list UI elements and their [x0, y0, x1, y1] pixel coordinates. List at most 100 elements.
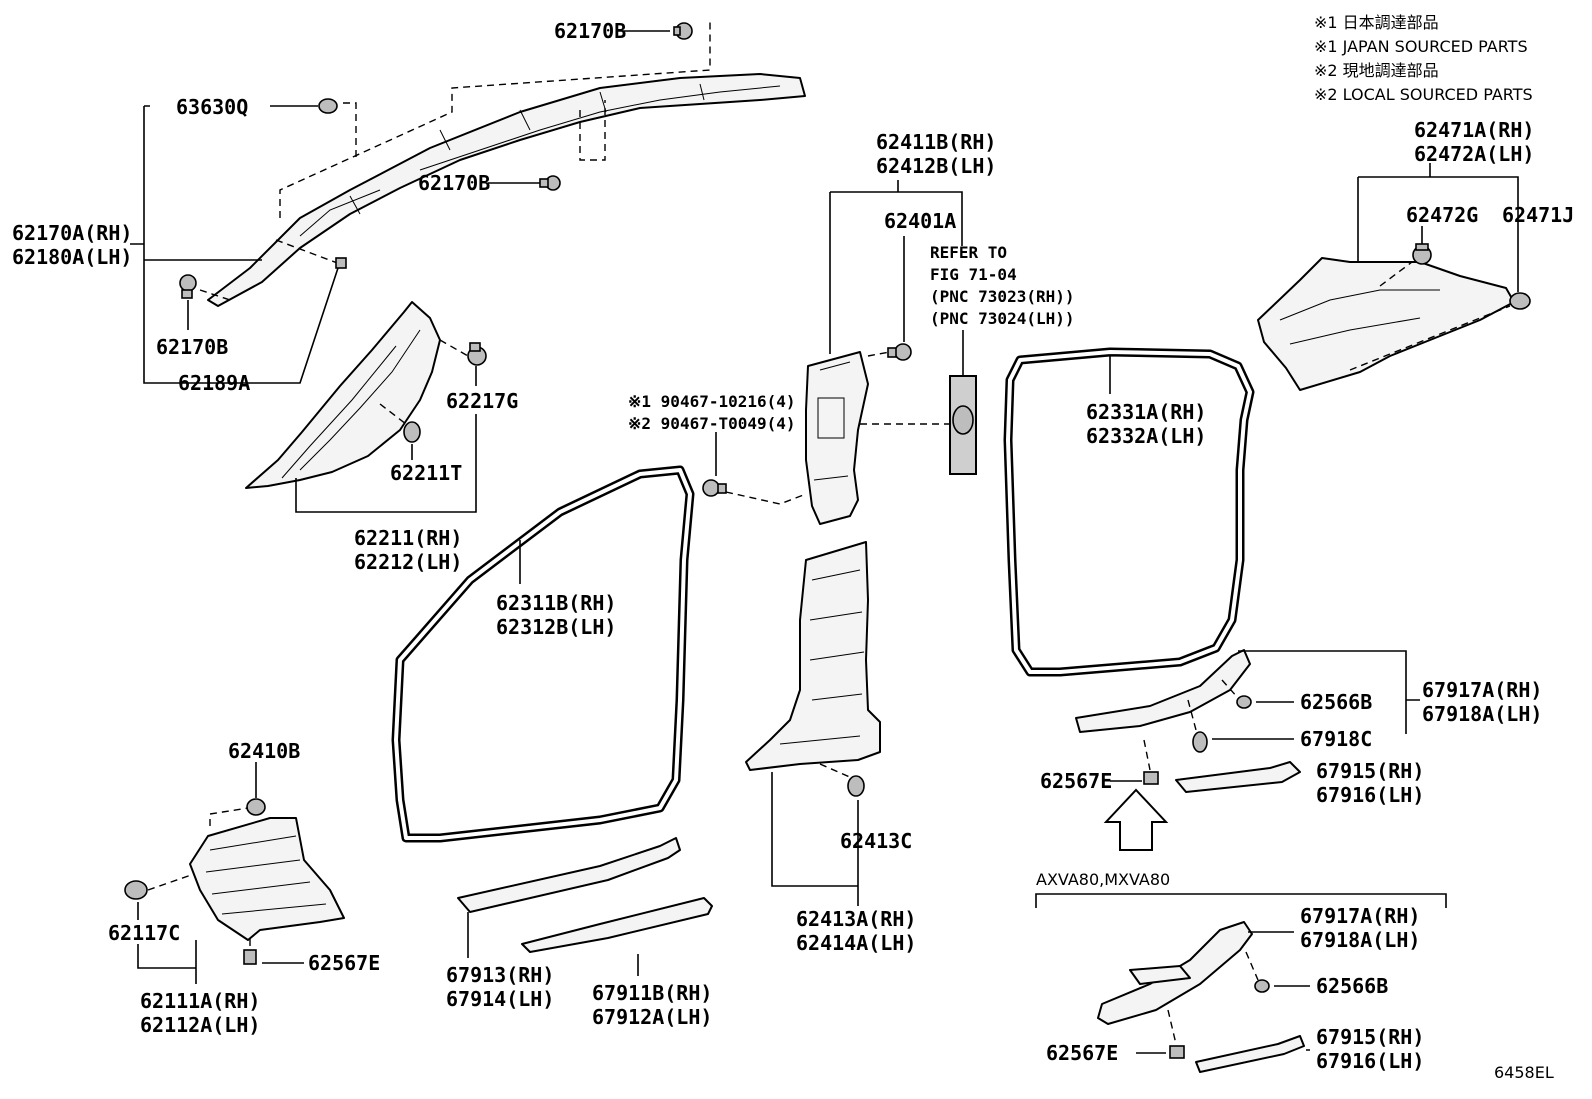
leader-cowl — [137, 762, 304, 984]
label-63630Q: 63630Q — [176, 95, 248, 119]
center-lower-dash — [819, 763, 853, 779]
label-62211: 62211(RH) — [354, 526, 462, 550]
label-62472A: 62472A(LH) — [1414, 142, 1534, 166]
cowl-side-part — [189, 817, 345, 941]
leader-62471A — [1357, 163, 1519, 292]
label-62567E-r2: 62567E — [1046, 1041, 1118, 1065]
label-62331A: 62331A(RH) — [1086, 400, 1206, 424]
clip-62189A — [335, 257, 347, 269]
rail-dash-2 — [343, 102, 357, 160]
cowl-detail — [205, 835, 327, 915]
label-model: AXVA80,MXVA80 — [1036, 870, 1170, 889]
center-pillar-upper — [702, 180, 977, 525]
model-variant-section — [1035, 893, 1447, 1073]
seatbelt-slot — [817, 397, 845, 439]
notes-block: ※1 日本調達部品 ※1 JAPAN SOURCED PARTS ※2 現地調達… — [1314, 13, 1533, 104]
clip-62567E-r1 — [1143, 771, 1159, 785]
clip-62471J — [1509, 292, 1531, 310]
clip-62566B-1 — [1236, 695, 1252, 709]
label-67911B: 67911B(RH) — [592, 981, 712, 1005]
clip-62117C — [124, 880, 148, 900]
rail-dash-3 — [579, 100, 606, 161]
label-screw-2: ※2 90467-T0049(4) — [628, 414, 796, 433]
center-pillar-lower-part — [745, 541, 881, 771]
rear-door-seal — [1003, 347, 1255, 677]
label-62413A: 62413A(RH) — [796, 907, 916, 931]
label-62414A: 62414A(LH) — [796, 931, 916, 955]
label-62170B-mid: 62170B — [418, 171, 490, 195]
center-lower-detail — [779, 569, 865, 745]
label-67918C: 67918C — [1300, 727, 1372, 751]
label-62312B: 62312B(LH) — [496, 615, 616, 639]
clip-62170B-low — [179, 274, 197, 299]
front-scuff-outer — [521, 897, 713, 953]
label-62412B: 62412B(LH) — [876, 154, 996, 178]
clip-62567E-r2 — [1169, 1045, 1185, 1059]
label-67917A-2: 67917A(RH) — [1300, 904, 1420, 928]
cowl-side-trim — [124, 762, 345, 984]
label-62111A: 62111A(RH) — [140, 989, 260, 1013]
note-line-3: ※2 現地調達部品 — [1314, 61, 1439, 80]
label-refer-4: (PNC 73024(LH)) — [930, 309, 1075, 328]
front-door-seal — [391, 465, 695, 843]
label-67918A-1: 67918A(LH) — [1422, 702, 1542, 726]
clip-62567E-left — [243, 949, 257, 965]
label-62566B-2: 62566B — [1316, 974, 1388, 998]
label-refer-3: (PNC 73023(RH)) — [930, 287, 1075, 306]
label-62217G: 62217G — [446, 389, 518, 413]
clip-67918C — [1192, 731, 1208, 753]
label-67913: 67913(RH) — [446, 963, 554, 987]
label-code: 6458EL — [1494, 1063, 1554, 1082]
screw-90467 — [702, 479, 727, 497]
clip-62472G — [1412, 243, 1432, 265]
clip-62170B-top — [673, 22, 693, 40]
label-62472G: 62472G — [1406, 203, 1478, 227]
label-67917A-1: 67917A(RH) — [1422, 678, 1542, 702]
label-62471J: 62471J — [1502, 203, 1574, 227]
label-62211T: 62211T — [390, 461, 462, 485]
leader-pillar — [295, 366, 477, 513]
center-pillar-lower — [745, 541, 881, 906]
label-62117C: 62117C — [108, 921, 180, 945]
label-62566B-1: 62566B — [1300, 690, 1372, 714]
label-62401A: 62401A — [884, 209, 956, 233]
clip-62217G — [467, 342, 487, 366]
rear-scuff-outer-2 — [1195, 1035, 1305, 1073]
note-line-1: ※1 日本調達部品 — [1314, 13, 1439, 32]
front-seal-inner — [394, 468, 692, 840]
clip-62413C — [847, 775, 865, 797]
quarter-dash — [1349, 261, 1511, 371]
label-67912A: 67912A(LH) — [592, 1005, 712, 1029]
leader-62413A — [771, 772, 859, 906]
label-refer-2: FIG 71-04 — [930, 265, 1017, 284]
quarter-detail — [1279, 289, 1440, 345]
center-upper-dash — [725, 351, 950, 505]
clip-62566B-2 — [1254, 979, 1270, 993]
label-62189A: 62189A — [178, 371, 250, 395]
reference-arrow — [1103, 788, 1169, 851]
label-67914: 67914(LH) — [446, 987, 554, 1011]
label-screw-1: ※1 90467-10216(4) — [628, 392, 796, 411]
pillar-detail — [281, 329, 421, 479]
cowl-dash — [147, 807, 251, 946]
label-62170A: 62170A(RH) — [12, 221, 132, 245]
quarter-trim — [1257, 163, 1531, 391]
part-labels: 62170B 63630Q 62170B 62170A(RH) 62180A(L… — [12, 19, 1574, 1082]
label-67916-2: 67916(LH) — [1316, 1049, 1424, 1073]
label-62413C: 62413C — [840, 829, 912, 853]
rear-scuff-side-2 — [1129, 965, 1191, 985]
front-scuff-plates — [457, 837, 713, 976]
label-refer-1: REFER TO — [930, 243, 1007, 262]
rear-scuff-upper — [1075, 649, 1420, 851]
clip-62410B — [246, 798, 266, 816]
rail-dash-5 — [199, 289, 231, 301]
roof-rail-garnish-part — [207, 73, 806, 307]
leader-62411B — [829, 180, 963, 354]
clip-62170B-mid — [539, 175, 561, 191]
roof-rail-garnish — [130, 20, 806, 384]
label-62567E-r1: 62567E — [1040, 769, 1112, 793]
label-62567E-left: 62567E — [308, 951, 380, 975]
rail-dash-1 — [279, 20, 711, 218]
label-67915-1: 67915(RH) — [1316, 759, 1424, 783]
